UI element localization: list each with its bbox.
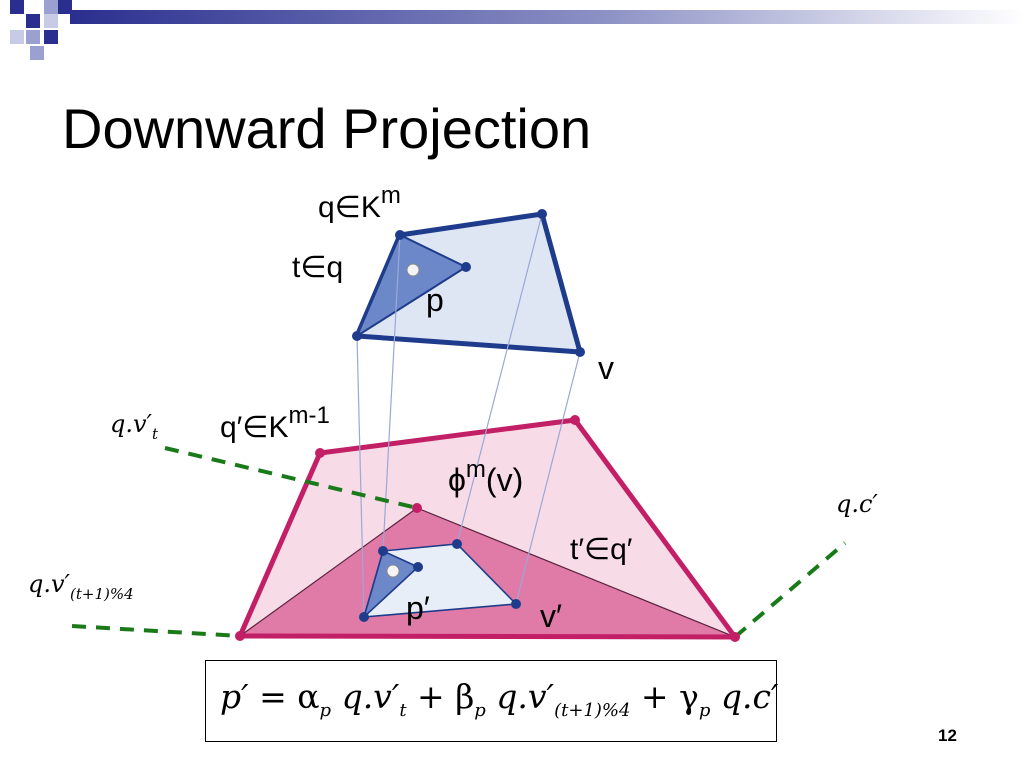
header-square xyxy=(44,30,58,44)
label-tprime-in-qprime: t′∈q′ xyxy=(570,533,633,566)
vertex-dot xyxy=(511,599,521,609)
header-square xyxy=(10,0,24,14)
projection-line xyxy=(356,335,365,618)
header-square xyxy=(26,30,40,44)
vertex-dot xyxy=(461,262,471,272)
green-dash-line xyxy=(164,446,418,510)
vertex-dot xyxy=(452,539,462,549)
vertex-dot xyxy=(537,209,547,219)
header-square xyxy=(44,0,58,14)
header-square xyxy=(44,14,58,28)
green-dash-line xyxy=(733,541,847,639)
vertex-dot xyxy=(378,546,388,556)
vertex-dot xyxy=(359,612,369,622)
projected-triangle xyxy=(362,549,420,620)
label-q-c: q.c′ xyxy=(836,490,878,518)
projection-line xyxy=(515,351,581,605)
vertex-dot xyxy=(570,415,580,425)
label-t-in-q: t∈q xyxy=(292,251,344,284)
formula: p′ = αp q.v′t + βp q.v′(t+1)%4 + γp q.c′ xyxy=(220,677,779,721)
label-p: p xyxy=(426,282,444,318)
label-pprime: p′ xyxy=(406,590,430,626)
label-vprime: v′ xyxy=(540,598,562,634)
label-q-in-K: q∈Km xyxy=(318,182,401,224)
header-square xyxy=(58,0,72,14)
projection-line xyxy=(382,234,401,552)
vertex-dot xyxy=(315,448,325,458)
slide-title: Downward Projection xyxy=(62,97,592,160)
header-decoration xyxy=(10,0,1024,60)
slide-number: 12 xyxy=(938,726,957,745)
header-square xyxy=(26,14,40,28)
upper-triangle xyxy=(354,233,469,339)
vertex-dot xyxy=(575,347,585,357)
header-square xyxy=(30,46,44,60)
green-dash-line xyxy=(71,624,241,638)
vertex-dot xyxy=(412,503,422,513)
label-q-vt1: q.v′(t+1)%4 xyxy=(28,570,134,603)
label-qprime-in-K: q′∈Km-1 xyxy=(220,402,330,444)
vertex-dot xyxy=(235,631,245,641)
label-q-vt: q.v′t xyxy=(110,410,159,443)
projection-line xyxy=(456,213,543,545)
vertex-dot xyxy=(413,562,423,572)
formula-box: p′ = αp q.v′t + βp q.v′(t+1)%4 + γp q.c′ xyxy=(205,660,779,742)
point-p xyxy=(406,263,420,277)
vertex-dot xyxy=(730,632,740,642)
point-pprime xyxy=(386,564,400,578)
vertex-dot xyxy=(352,331,362,341)
header-square xyxy=(10,30,24,44)
vertex-dot xyxy=(395,230,405,240)
header-gradient-bar xyxy=(70,10,1024,24)
label-v: v xyxy=(598,350,614,386)
label-phi: ϕm(v) xyxy=(448,456,524,498)
